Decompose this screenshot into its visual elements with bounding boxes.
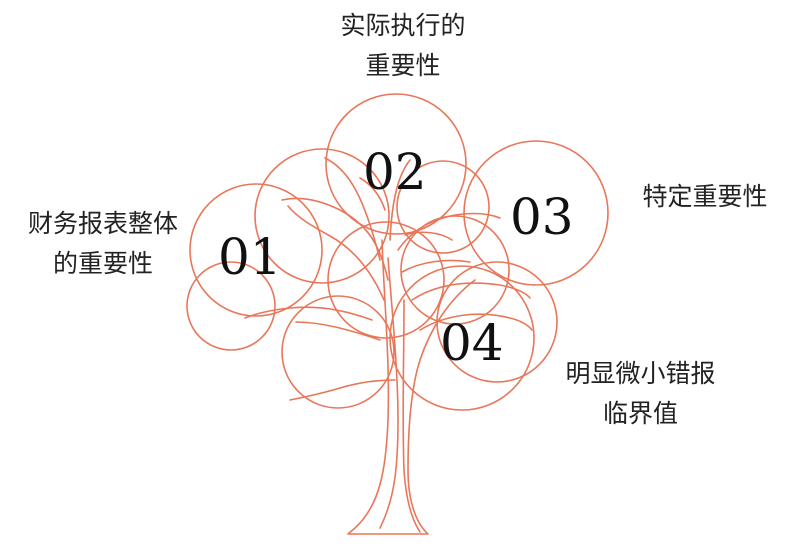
- item-number-01: 01: [218, 228, 282, 286]
- tree-branch: [397, 212, 501, 251]
- item-label-03: 特定重要性: [625, 177, 785, 217]
- tree-branch: [419, 313, 533, 331]
- item-label-02-line2: 重要性: [365, 51, 441, 80]
- canopy-circle: [325, 93, 467, 235]
- tree-trunk-inner: [379, 257, 399, 529]
- item-number-03: 03: [510, 188, 574, 246]
- tree-branch: [289, 379, 396, 401]
- item-label-04: 明显微小错报 临界值: [548, 354, 733, 434]
- canopy-circle: [463, 140, 609, 286]
- tree-branch: [281, 197, 389, 281]
- item-label-01-line1: 财务报表整体: [27, 209, 178, 238]
- item-label-03-line1: 特定重要性: [642, 182, 768, 211]
- tree-branch: [359, 177, 386, 211]
- item-number-02: 02: [363, 143, 427, 201]
- tree-branch: [411, 282, 531, 301]
- item-label-04-line2: 临界值: [602, 399, 678, 428]
- item-label-01-line2: 的重要性: [52, 249, 153, 278]
- item-label-02-line1: 实际执行的: [340, 11, 466, 40]
- canopy-circle: [254, 148, 390, 284]
- tree-branch: [401, 259, 471, 273]
- tree-branch: [295, 321, 381, 341]
- tree-trunk: [347, 239, 476, 535]
- tree-branch: [404, 231, 453, 241]
- item-label-02: 实际执行的 重要性: [318, 6, 488, 86]
- item-label-04-line1: 明显微小错报: [565, 359, 716, 388]
- tree-branch: [244, 306, 373, 321]
- canopy-circle: [189, 183, 323, 317]
- tree-branch: [389, 159, 411, 241]
- canopy-circle: [400, 215, 510, 325]
- item-label-01: 财务报表整体 的重要性: [14, 204, 192, 284]
- tree-branch: [287, 205, 385, 301]
- canopy-circle: [396, 160, 490, 254]
- canopy-circle: [186, 261, 276, 351]
- tree-branch: [324, 157, 381, 261]
- tree-trunk-inner: [402, 299, 421, 533]
- item-number-04: 04: [440, 314, 504, 372]
- canopy-circle: [281, 295, 395, 409]
- canopy-circle: [389, 265, 535, 411]
